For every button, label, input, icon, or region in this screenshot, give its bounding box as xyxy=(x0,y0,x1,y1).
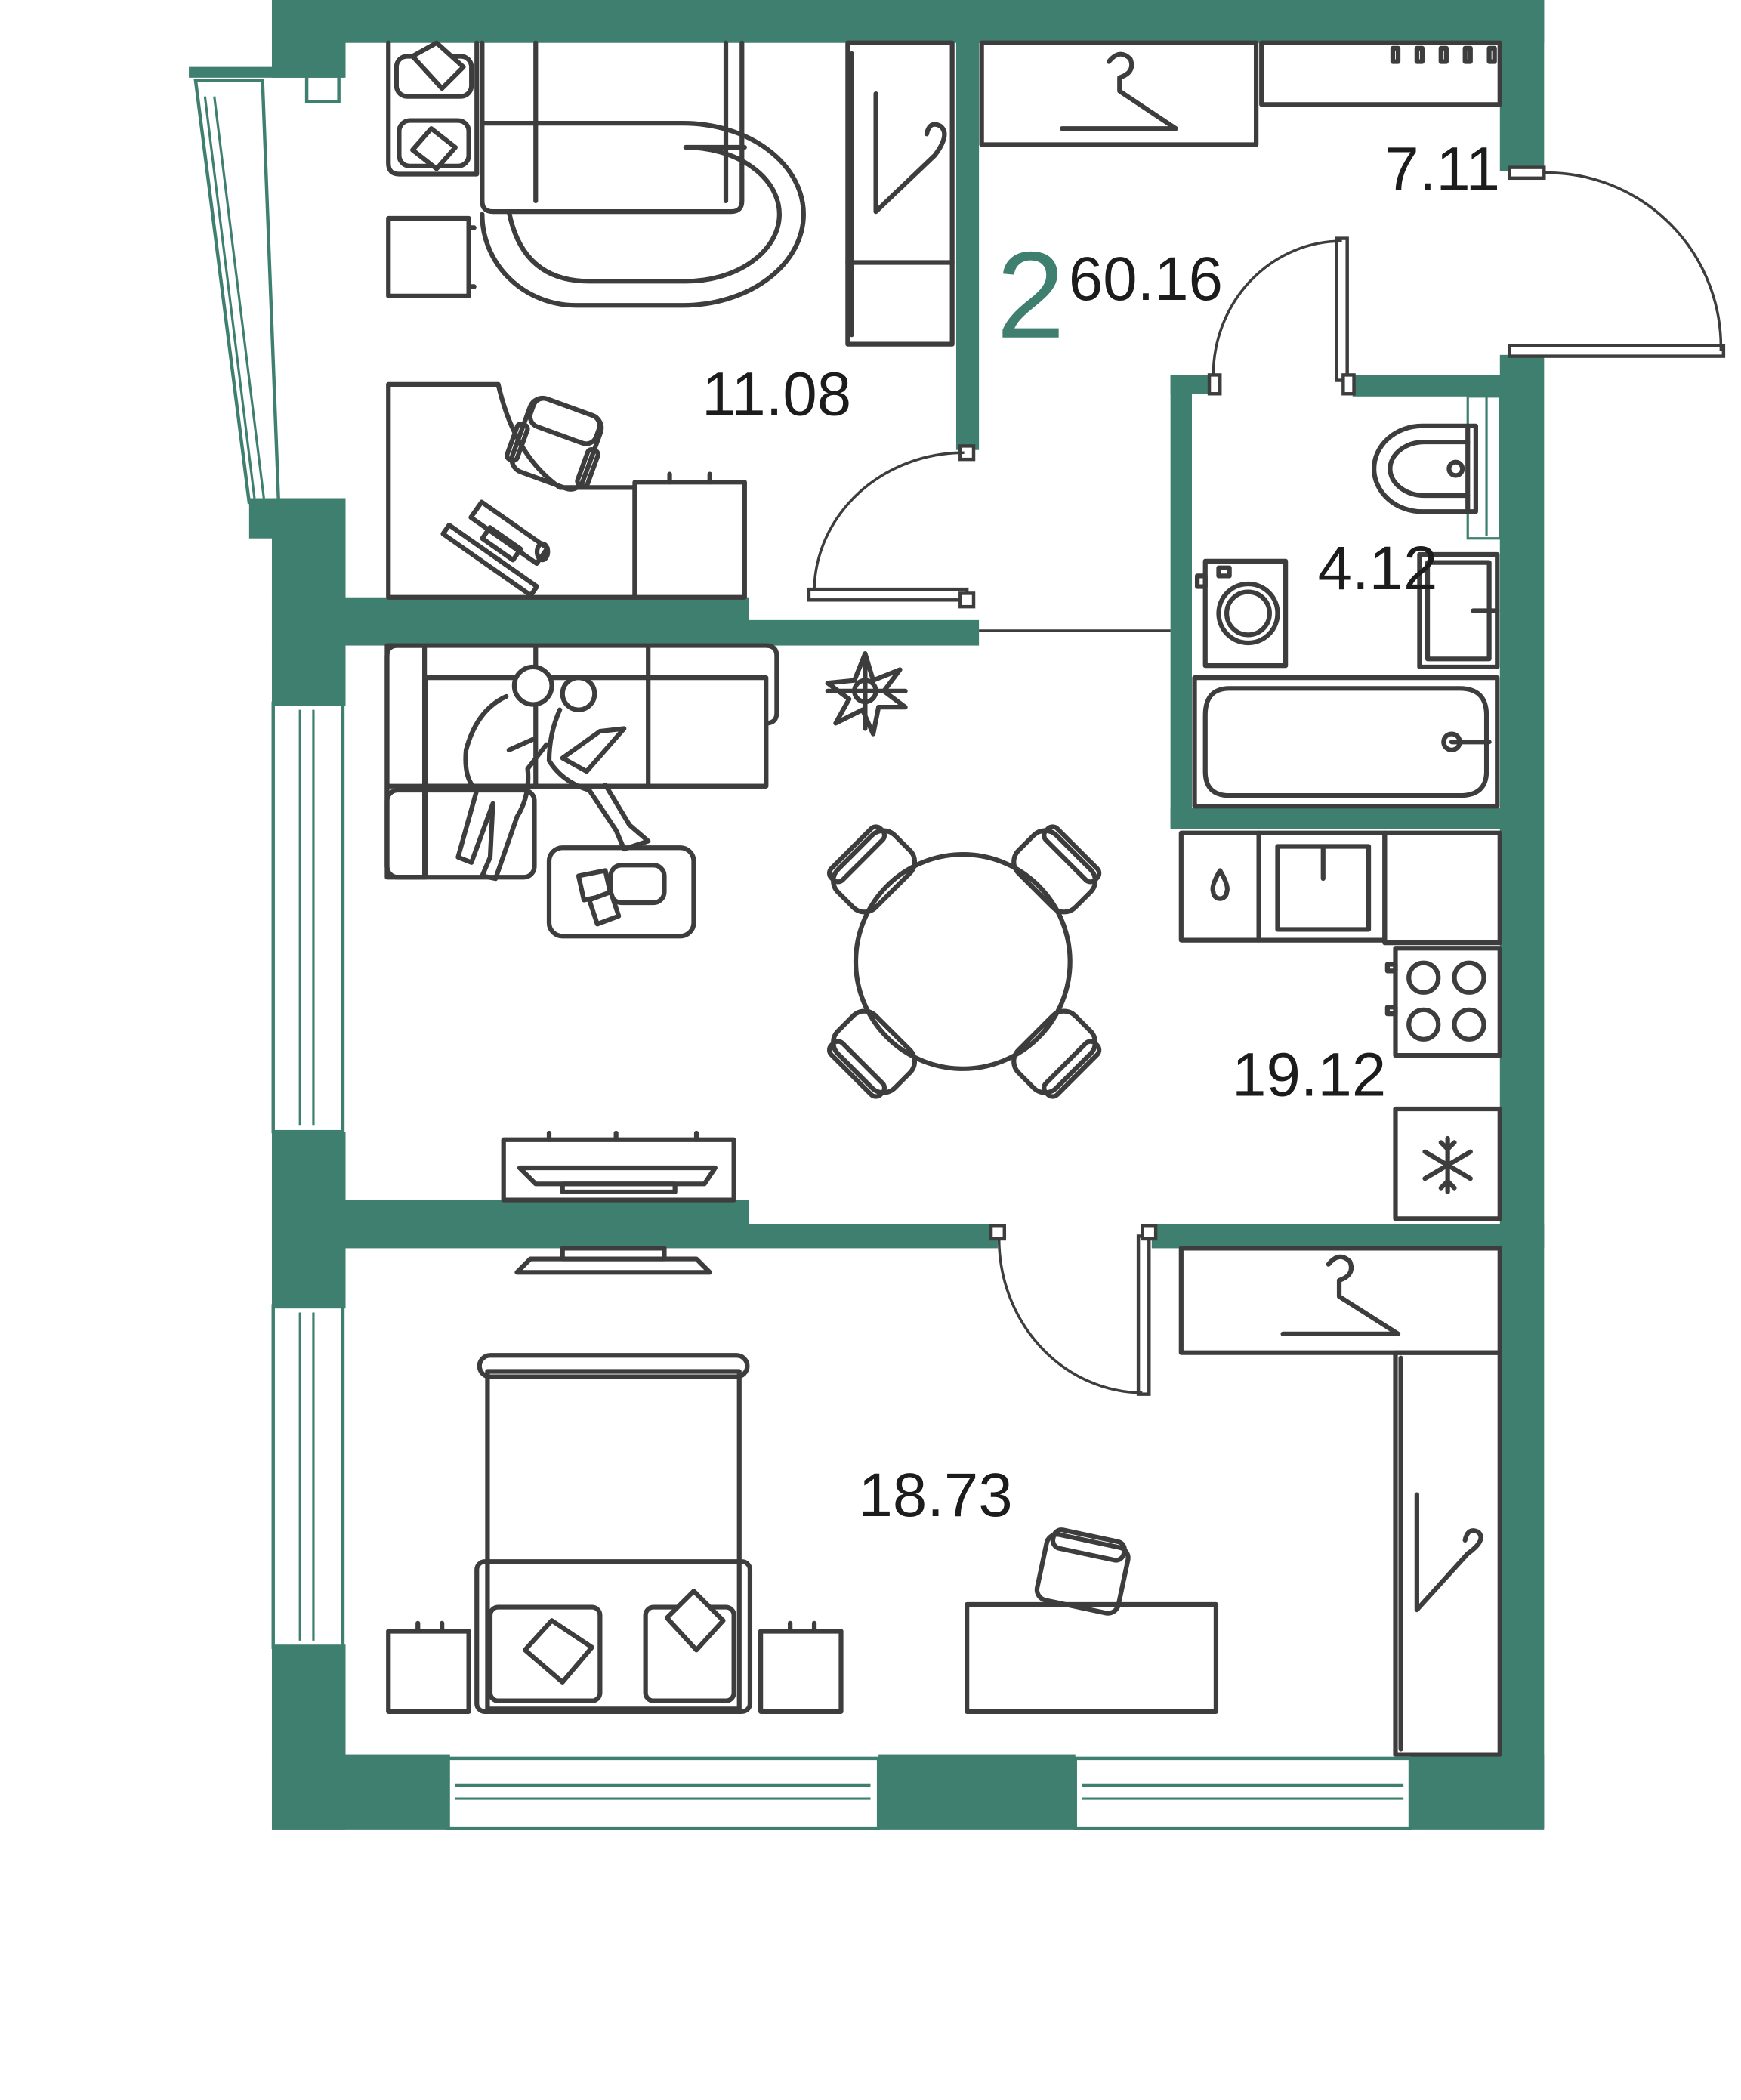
stove xyxy=(1384,946,1502,1058)
room-count: 2 xyxy=(996,226,1065,364)
window-study xyxy=(193,79,281,505)
window-living xyxy=(271,701,345,1134)
window-bedroom-left xyxy=(271,1304,345,1649)
hall-furniture xyxy=(979,40,1502,147)
door-entrance xyxy=(1507,165,1726,358)
hanger-icon xyxy=(873,91,947,215)
double-bed xyxy=(474,1353,753,1714)
total-area: 60.16 xyxy=(1069,245,1223,313)
people-sketch xyxy=(455,664,651,882)
door-bathroom xyxy=(1207,236,1356,396)
window-bedroom-bottom-1 xyxy=(446,1756,881,1830)
area-bathroom: 4.12 xyxy=(1318,534,1438,603)
doors xyxy=(807,165,1726,1396)
fridge xyxy=(1393,1106,1502,1221)
washing-machine xyxy=(1194,558,1289,669)
window-bedroom-bottom-2 xyxy=(1073,1756,1412,1830)
water-drop-icon xyxy=(1210,868,1230,901)
walls xyxy=(189,0,1545,1830)
bathroom-fixtures xyxy=(1192,395,1502,809)
door-study xyxy=(807,444,976,609)
kitchen xyxy=(1178,830,1502,1221)
coffee-table xyxy=(546,845,696,939)
toilet xyxy=(1372,423,1478,514)
area-bedroom: 18.73 xyxy=(859,1461,1013,1530)
bathroom-sink xyxy=(1417,551,1500,670)
bedroom-furniture xyxy=(386,1246,1502,1757)
hanger-icon xyxy=(1059,51,1178,131)
snowflake-icon xyxy=(1422,1135,1473,1195)
windows xyxy=(193,70,1412,1830)
door-bedroom xyxy=(989,1224,1158,1396)
labels: 2 60.16 11.08 7.11 4.12 19.12 18.73 xyxy=(702,135,1500,1530)
compass-rose-icon xyxy=(825,651,908,737)
hanger-icon xyxy=(1280,1254,1401,1336)
bathtub xyxy=(1192,675,1500,809)
study-furniture xyxy=(386,40,955,600)
area-study: 11.08 xyxy=(702,360,851,429)
area-living-kitchen: 19.12 xyxy=(1232,1040,1386,1109)
dining-table xyxy=(826,824,1102,1099)
hanger-icon xyxy=(1414,1492,1483,1613)
area-hall: 7.11 xyxy=(1384,135,1500,204)
living-furniture xyxy=(384,643,1502,1221)
radiator xyxy=(1390,45,1497,64)
tv-stand xyxy=(501,1130,736,1203)
